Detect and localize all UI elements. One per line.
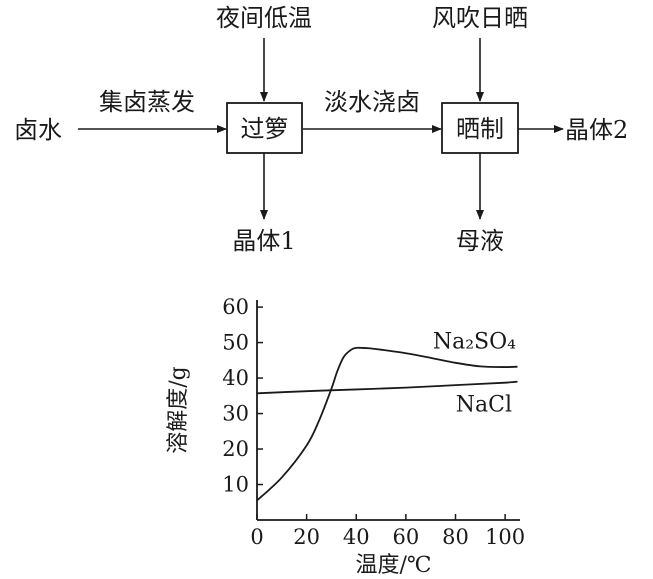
x-tick-label: 60 — [393, 525, 420, 549]
y-tick-label: 50 — [222, 331, 249, 355]
axis-ticks: 0 20 40 60 80 100 10 20 30 40 50 60 — [222, 295, 525, 549]
edge-label-evaporate: 集卤蒸发 — [99, 88, 195, 116]
y-tick-label: 30 — [222, 402, 249, 426]
input-label-wind-sun: 风吹日晒 — [432, 4, 528, 32]
input-label-night-low-temp: 夜间低温 — [216, 4, 312, 32]
solubility-chart: 0 20 40 60 80 100 10 20 30 40 50 60 温度/℃ 溶解度/g Na₂S… — [166, 295, 525, 578]
node-filter: 过箩 — [241, 115, 289, 143]
y-tick-label: 40 — [222, 366, 249, 390]
node-crystal2: 晶体2 — [565, 116, 628, 144]
series-label-nacl: NaCl — [456, 393, 512, 418]
node-brine: 卤水 — [14, 116, 62, 144]
x-tick-label: 100 — [485, 525, 525, 549]
y-tick-label: 10 — [222, 473, 249, 497]
y-axis-title: 溶解度/g — [166, 366, 191, 454]
node-sun-dry: 晒制 — [456, 115, 504, 143]
process-flowchart: 夜间低温 风吹日晒 卤水 集卤蒸发 淡水浇卤 过箩 晒制 晶体2 晶体1 母液 — [14, 4, 628, 255]
series-layer — [256, 346, 518, 502]
x-axis-title: 温度/℃ — [355, 553, 431, 578]
na2so4-solubility-curve — [256, 346, 518, 502]
series-label-na2so4: Na₂SO₄ — [433, 330, 516, 355]
node-mother-liquor: 母液 — [456, 227, 504, 255]
node-crystal1: 晶体1 — [232, 227, 295, 255]
edge-label-fresh-water: 淡水浇卤 — [324, 88, 420, 116]
x-tick-label: 80 — [442, 525, 469, 549]
x-tick-label: 40 — [343, 525, 370, 549]
x-tick-label: 0 — [250, 525, 263, 549]
nacl-solubility-curve — [256, 380, 518, 395]
y-tick-label: 60 — [222, 295, 249, 319]
y-tick-label: 20 — [222, 437, 249, 461]
x-tick-label: 20 — [293, 525, 320, 549]
